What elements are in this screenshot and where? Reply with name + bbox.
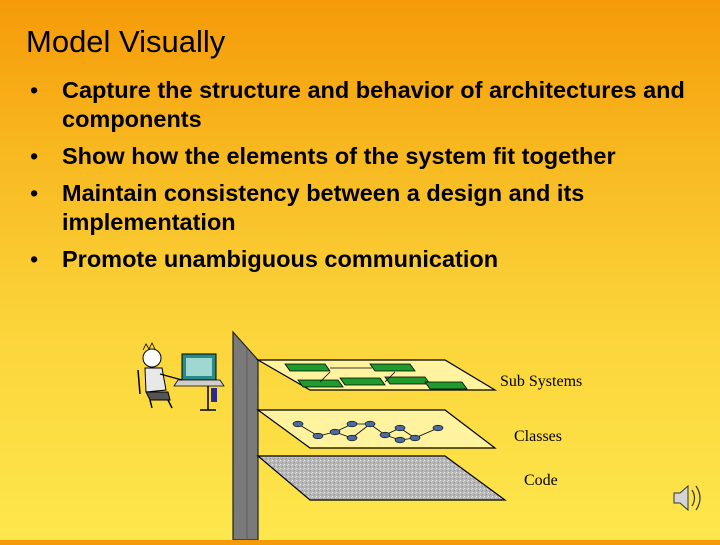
class-node <box>346 434 358 442</box>
bullet-item: • Promote unambiguous communication <box>28 245 708 274</box>
layered-model-diagram: Sub Systems Classes Code <box>0 320 720 541</box>
class-node <box>364 420 376 428</box>
class-node <box>346 420 358 428</box>
person-at-computer-icon <box>137 342 225 411</box>
class-node <box>409 434 421 442</box>
layer-label-classes: Classes <box>514 428 562 445</box>
bullet-text: Promote unambiguous communication <box>62 246 499 272</box>
vertical-wall <box>232 330 259 541</box>
code-layer <box>256 455 507 501</box>
subsystem-block <box>369 363 416 372</box>
class-node <box>379 431 391 439</box>
speaker-icon[interactable] <box>673 484 701 512</box>
bullet-marker: • <box>30 77 39 103</box>
layer-label-subsystems: Sub Systems <box>500 373 583 390</box>
bullet-item: • Maintain consistency between a design a… <box>28 179 708 237</box>
subsystem-block <box>424 381 468 390</box>
bullet-text: Capture the structure and behavior of ar… <box>62 77 685 132</box>
bullet-text: Show how the elements of the system fit … <box>62 143 616 169</box>
class-node <box>394 424 406 432</box>
subsystems-layer <box>255 359 498 391</box>
subsystem-block <box>384 376 431 385</box>
class-node <box>432 424 444 432</box>
class-node <box>292 420 304 428</box>
classes-layer <box>256 409 497 449</box>
slide-title: Model Visually <box>26 24 226 59</box>
class-node <box>312 432 324 440</box>
bullet-item: • Show how the elements of the system fit… <box>28 142 708 171</box>
bullet-marker: • <box>30 180 39 206</box>
bullet-marker: • <box>30 246 39 272</box>
bullet-text: Maintain consistency between a design an… <box>62 180 585 235</box>
subsystem-block <box>284 363 331 372</box>
subsystem-block <box>339 377 386 386</box>
layer-label-code: Code <box>524 472 558 489</box>
bullet-marker: • <box>30 143 39 169</box>
class-node <box>394 436 406 444</box>
subsystem-block <box>297 379 344 388</box>
bullet-item: • Capture the structure and behavior of a… <box>28 76 708 134</box>
bullet-list: • Capture the structure and behavior of a… <box>28 76 708 282</box>
class-node <box>329 428 341 436</box>
